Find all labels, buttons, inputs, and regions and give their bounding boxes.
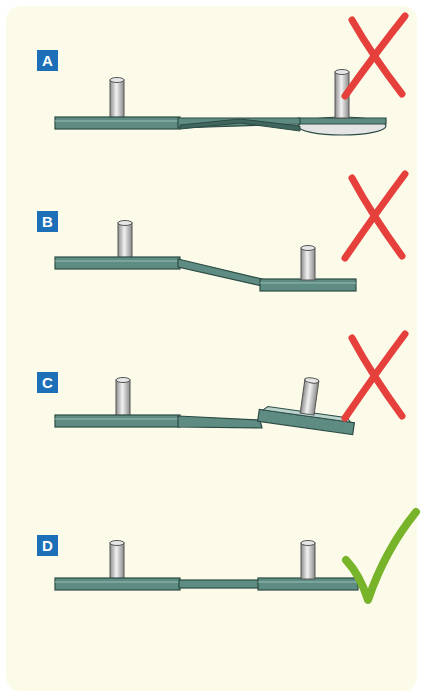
panel-letter-badge: A [37, 50, 58, 71]
panel-letter-badge: C [37, 372, 58, 393]
panel-letter-badge: D [37, 535, 58, 556]
panel-letter-badge: B [37, 211, 58, 232]
cross-mark [345, 174, 405, 258]
panel-letter: A [42, 53, 53, 68]
cross-mark [345, 16, 405, 96]
panel-letter: D [42, 538, 53, 553]
twisted-belt-drive [55, 70, 386, 136]
panel-letter: B [42, 214, 53, 229]
panel-letter: C [42, 375, 53, 390]
cross-mark [345, 334, 405, 418]
tilted-belt-drive [55, 371, 360, 434]
aligned-belt-drive [55, 541, 358, 591]
offset-belt-drive [55, 221, 356, 292]
background-panel [6, 6, 417, 691]
check-mark [346, 512, 416, 600]
